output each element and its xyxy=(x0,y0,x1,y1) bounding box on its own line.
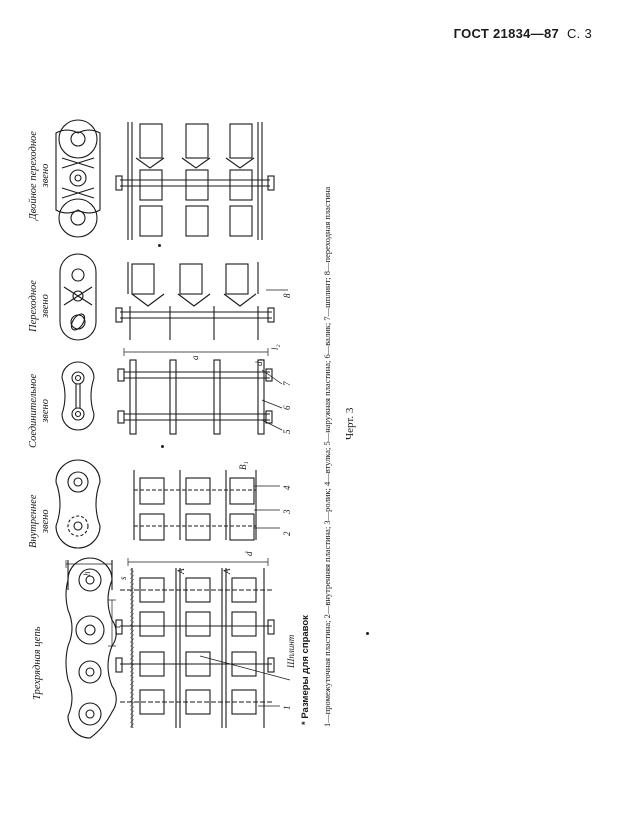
callout-shplint: Шплинт xyxy=(286,634,296,668)
footnote: * Размеры для справок xyxy=(300,615,311,725)
callout-4: 4 xyxy=(282,485,292,491)
callout-2: 2 xyxy=(282,531,292,537)
view-title-connecting: Соединительное звено xyxy=(28,374,52,448)
view-title-line: звено xyxy=(40,163,51,188)
speck xyxy=(161,445,164,448)
speck xyxy=(366,632,369,635)
dim-s: s xyxy=(118,576,128,580)
callout-7: 7 xyxy=(282,381,292,387)
callout-6: 6 xyxy=(282,405,292,411)
inner-plate xyxy=(55,459,101,549)
callout-3: 3 xyxy=(282,509,292,515)
dim-a-row1: A xyxy=(176,568,186,575)
view-title-line: звено xyxy=(40,294,51,318)
standard-number: ГОСТ 21834—87 xyxy=(453,26,560,41)
dim-a: а xyxy=(190,355,200,361)
dim-d1: d₁ xyxy=(254,358,264,366)
view-title-line: Переходное xyxy=(28,280,39,332)
double-offset-plate xyxy=(55,119,101,238)
view-title-line: звено xyxy=(40,399,51,423)
dim-b1: В₁ xyxy=(238,461,248,470)
connecting-elevation xyxy=(117,348,273,435)
callout-leaders xyxy=(199,289,291,707)
speck xyxy=(158,244,161,247)
callout-8: 8 xyxy=(282,293,292,299)
view-title-inner: Внутреннее звено xyxy=(28,494,52,548)
view-title-offset: Переходное звено xyxy=(28,280,52,332)
callout-5: 5 xyxy=(282,429,292,435)
dim-a-row2: A xyxy=(222,568,232,575)
triple-chain-plates xyxy=(65,557,117,739)
dim-t: t xyxy=(112,625,122,628)
inner-elevation xyxy=(133,470,257,541)
offset-plate xyxy=(59,253,97,341)
legend: 1—промежуточная пластина; 2—внутренняя п… xyxy=(322,186,332,727)
page-number: С. 3 xyxy=(566,26,592,41)
page-header: ГОСТ 21834—87 С. 3 xyxy=(454,26,592,41)
view-title-line: звено xyxy=(40,509,51,534)
figure-label: Черт. 3 xyxy=(344,407,356,440)
connecting-plate xyxy=(61,361,95,431)
callout-1: 1 xyxy=(282,705,292,711)
view-title-line: Внутреннее xyxy=(28,494,39,548)
dim-l2: l₂ xyxy=(270,344,280,350)
triple-chain-elevation xyxy=(115,558,275,728)
view-title-line: Трехрядная цепь xyxy=(32,626,43,700)
view-title-triple: Трехрядная цепь xyxy=(32,627,44,700)
dim-d: d xyxy=(244,551,254,557)
offset-elevation xyxy=(115,262,275,340)
view-title-line: Соединительное xyxy=(28,373,39,448)
view-title-double-offset: Двойное переходное звено xyxy=(28,131,52,220)
double-offset-elevation xyxy=(115,122,275,240)
view-title-line: Двойное переходное xyxy=(28,131,39,220)
dim-h: h xyxy=(82,571,92,577)
dimension-lines xyxy=(65,560,116,647)
